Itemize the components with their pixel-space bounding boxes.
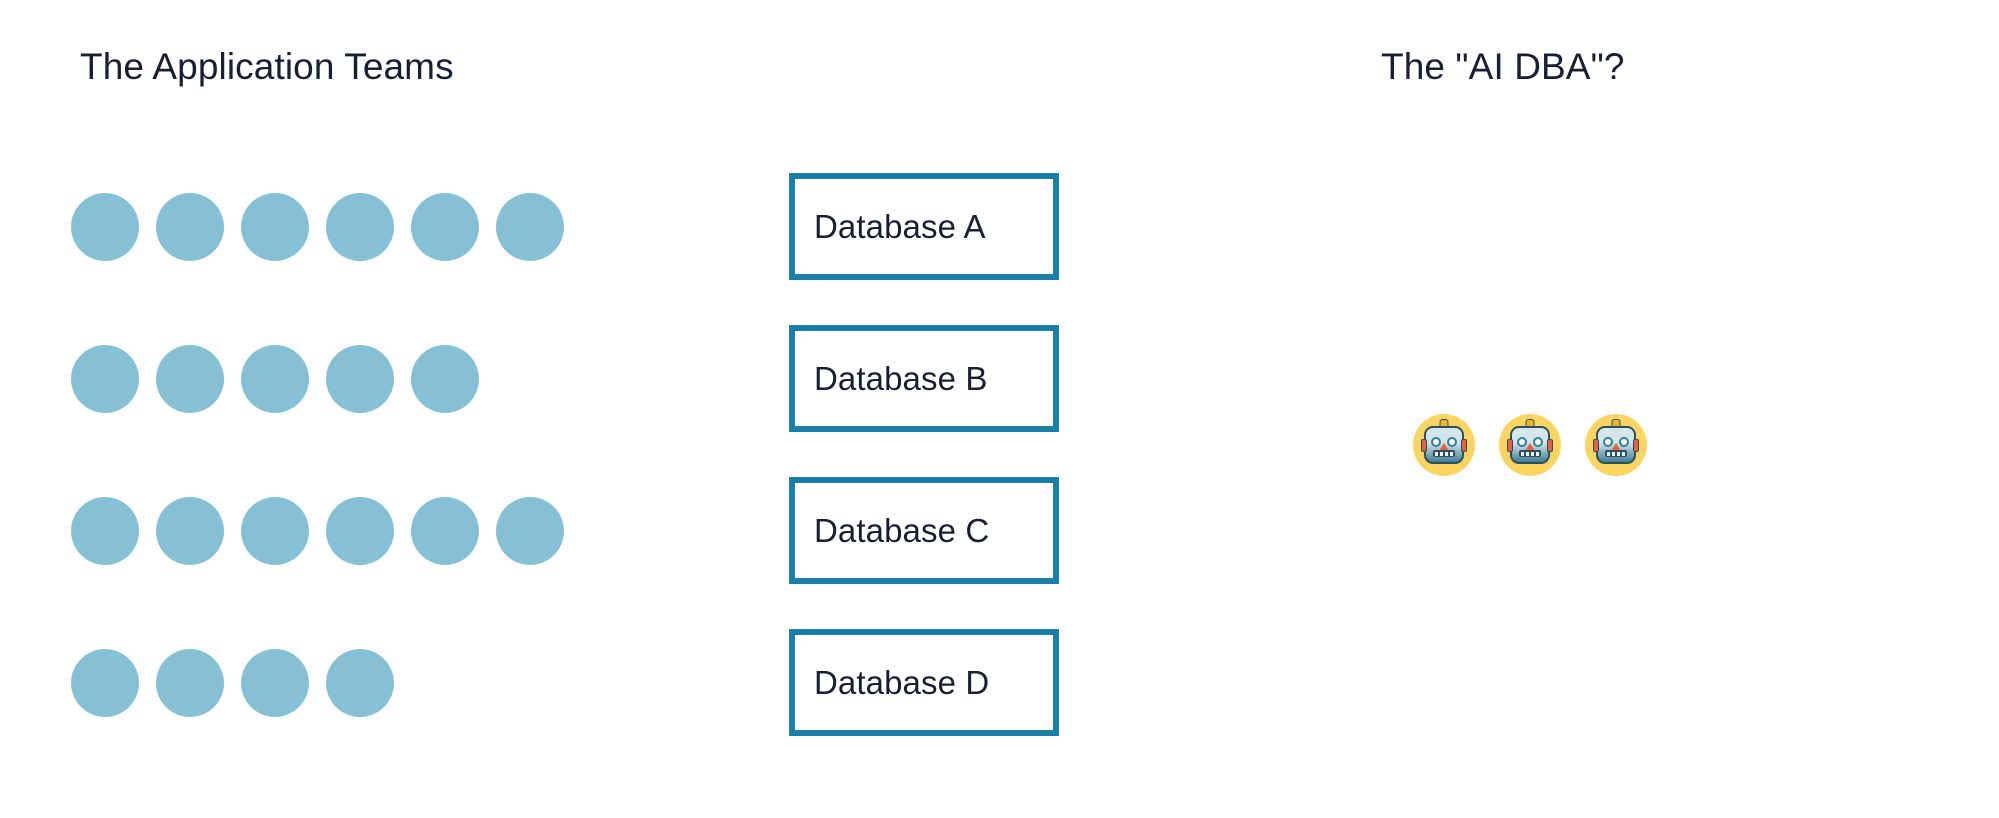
robot-antenna-icon: [1611, 419, 1621, 427]
team-row: [71, 649, 564, 717]
team-member-dot: [156, 345, 224, 413]
team-member-dot: [326, 193, 394, 261]
robot-antenna-icon: [1525, 419, 1535, 427]
application-teams-group: [71, 193, 564, 717]
robot-face: [1593, 419, 1639, 464]
robot-icon: [1499, 414, 1561, 476]
team-member-dot: [411, 345, 479, 413]
robot-mouth-icon: [1519, 450, 1541, 457]
robot-ear-icon: [1421, 439, 1427, 452]
robot-antenna-icon: [1439, 419, 1449, 427]
robot-ear-icon: [1633, 439, 1639, 452]
team-member-dot: [241, 649, 309, 717]
robot-nose-icon: [1439, 443, 1449, 451]
robot-face: [1507, 419, 1553, 464]
database-box-d[interactable]: Database D: [789, 629, 1059, 736]
team-row: [71, 193, 564, 261]
robot-ear-icon: [1547, 439, 1553, 452]
team-member-dot: [156, 649, 224, 717]
database-box-c[interactable]: Database C: [789, 477, 1059, 584]
team-member-dot: [241, 345, 309, 413]
team-member-dot: [326, 345, 394, 413]
robot-mouth-icon: [1433, 450, 1455, 457]
robot-icon: [1413, 414, 1475, 476]
team-member-dot: [71, 649, 139, 717]
robot-eye-icon: [1533, 437, 1543, 447]
robot-eye-icon: [1517, 437, 1527, 447]
robot-ear-icon: [1507, 439, 1513, 452]
team-member-dot: [71, 497, 139, 565]
database-box-a[interactable]: Database A: [789, 173, 1059, 280]
robot-eye-icon: [1447, 437, 1457, 447]
databases-group: Database A Database B Database C Databas…: [789, 173, 1059, 736]
robot-eye-icon: [1431, 437, 1441, 447]
team-member-dot: [241, 497, 309, 565]
ai-dba-robots-group: [1413, 414, 1647, 476]
database-label: Database B: [814, 360, 988, 397]
robot-eye-icon: [1619, 437, 1629, 447]
database-label: Database A: [814, 208, 986, 245]
team-member-dot: [496, 497, 564, 565]
team-member-dot: [496, 193, 564, 261]
team-member-dot: [411, 497, 479, 565]
robot-ear-icon: [1593, 439, 1599, 452]
robot-nose-icon: [1611, 443, 1621, 451]
robot-ear-icon: [1461, 439, 1467, 452]
team-member-dot: [326, 497, 394, 565]
team-member-dot: [411, 193, 479, 261]
ai-dba-title: The "AI DBA"?: [1381, 46, 1625, 87]
team-row: [71, 497, 564, 565]
robot-nose-icon: [1525, 443, 1535, 451]
robot-eye-icon: [1603, 437, 1613, 447]
team-member-dot: [71, 193, 139, 261]
team-member-dot: [156, 193, 224, 261]
robot-face: [1421, 419, 1467, 464]
team-member-dot: [326, 649, 394, 717]
robot-icon: [1585, 414, 1647, 476]
database-box-b[interactable]: Database B: [789, 325, 1059, 432]
database-label: Database D: [814, 664, 990, 701]
application-teams-title: The Application Teams: [80, 46, 454, 87]
team-member-dot: [71, 345, 139, 413]
robot-mouth-icon: [1605, 450, 1627, 457]
team-row: [71, 345, 564, 413]
team-member-dot: [241, 193, 309, 261]
database-label: Database C: [814, 512, 990, 549]
team-member-dot: [156, 497, 224, 565]
